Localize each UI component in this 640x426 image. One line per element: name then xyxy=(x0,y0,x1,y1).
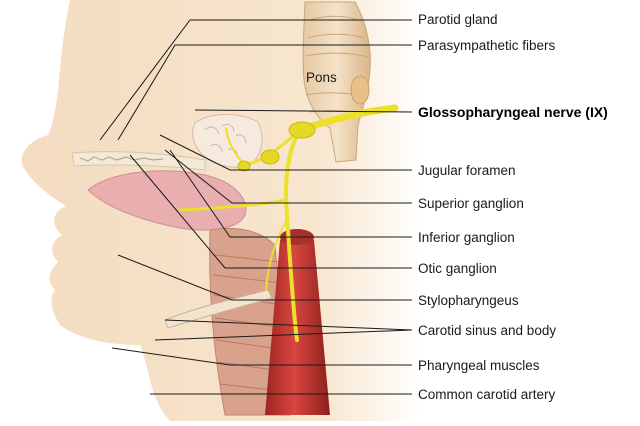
parasympathetic-fibers-label: Parasympathetic fibers xyxy=(418,38,556,53)
superior-ganglion-label: Superior ganglion xyxy=(418,196,524,211)
superior-ganglion-node xyxy=(289,122,315,138)
common-carotid-artery-label: Common carotid artery xyxy=(418,387,556,402)
inferior-ganglion-label: Inferior ganglion xyxy=(418,230,515,245)
olive xyxy=(351,76,369,104)
pons-label: Pons xyxy=(306,70,337,85)
stylopharyngeus-label: Stylopharyngeus xyxy=(418,293,519,308)
jugular-foramen-label: Jugular foramen xyxy=(418,163,516,178)
glossopharyngeal-nerve-label: Glossopharyngeal nerve (IX) xyxy=(418,104,608,120)
otic-ganglion-label: Otic ganglion xyxy=(418,261,497,276)
pharyngeal-muscles-label: Pharyngeal muscles xyxy=(418,358,540,373)
carotid-sinus-and-body-label: Carotid sinus and body xyxy=(418,323,556,338)
inferior-ganglion-node xyxy=(261,150,279,164)
parotid-gland-label: Parotid gland xyxy=(418,12,498,27)
